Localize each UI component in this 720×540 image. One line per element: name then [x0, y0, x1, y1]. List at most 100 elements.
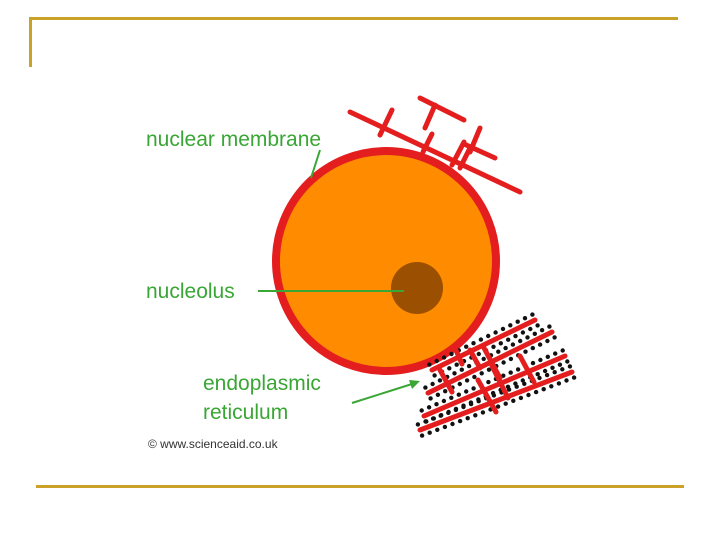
ribosome-dot [545, 354, 550, 359]
ribosome-dot [476, 351, 481, 357]
ribosome-dot [432, 373, 437, 378]
ribosome-dot [510, 342, 516, 347]
left-frame-rule [29, 17, 32, 67]
ribosome-dot [565, 359, 570, 364]
nucleus [272, 147, 500, 375]
ribosome-dot [503, 345, 508, 351]
ribosome-dot [456, 392, 461, 397]
ribosome-dot [518, 338, 523, 344]
ribosome-dot [493, 330, 498, 335]
ribosome-dot [503, 401, 508, 406]
ribosome-dot [434, 358, 439, 364]
rough-er-bottom [417, 317, 575, 433]
ribosome-dot [478, 337, 484, 342]
label-nucleolus: nucleolus [146, 280, 235, 303]
ribosome-dot [457, 381, 462, 387]
ribosome-dot [514, 384, 519, 389]
ribosome-dot [468, 401, 474, 407]
ribosome-dot [491, 344, 496, 349]
ribosome-dot [550, 365, 555, 370]
ribosome-dot [515, 319, 520, 324]
ribosome-dot [495, 404, 501, 409]
ribosome-dot [464, 378, 470, 383]
ribosome-dot [457, 418, 463, 424]
ribosome-dot [506, 337, 511, 342]
er-pointer-arrow [351, 380, 420, 404]
ribosome-dot [525, 335, 530, 340]
ribosome-dot [528, 326, 533, 332]
ribosome-dot [461, 404, 466, 410]
ribosome-dot [479, 371, 484, 376]
ribosome-dot [435, 427, 440, 432]
ribosome-dot [508, 323, 513, 328]
ribosome-dot [453, 407, 459, 413]
ribosome-dot [544, 372, 550, 378]
ribosome-dot [571, 375, 577, 380]
ribosome-dot [441, 398, 447, 404]
ribosome-dot [423, 419, 428, 424]
ribosome-dot [537, 375, 542, 381]
ribosome-dot [471, 341, 476, 346]
ribosome-dot [446, 410, 451, 415]
ribosome-dot [430, 381, 435, 387]
ribosome-dot [426, 405, 432, 410]
ribosome-dot [506, 387, 512, 392]
ribosome-dot [486, 367, 492, 372]
ribosome-dot [486, 379, 491, 385]
rough-er-top [347, 95, 523, 195]
ribosome-dot [427, 430, 432, 435]
ribosome-dot [496, 349, 501, 354]
ribosome-dot [522, 381, 527, 386]
ribosome-dot [535, 323, 540, 328]
ribosome-dot [564, 378, 569, 383]
ribosome-dot [454, 362, 459, 367]
ribosome-dot [520, 330, 526, 335]
ribosome-dot [518, 395, 524, 401]
ribosome-dot [535, 372, 540, 377]
ribosome-dot [532, 331, 537, 336]
ribosome-dot [552, 370, 557, 375]
ribosome-dot [471, 386, 476, 391]
label-reticulum: reticulum [203, 401, 288, 424]
ribosome-dot [526, 392, 531, 398]
ribosome-dot [508, 370, 513, 375]
ribosome-dot [447, 366, 452, 371]
ribosome-dot [437, 378, 443, 383]
ribosome-dot [480, 410, 486, 415]
ribosome-dot [533, 389, 539, 395]
ribosome-dot [449, 395, 454, 400]
ribosome-dot [427, 362, 432, 367]
ribosome-dot [498, 341, 503, 346]
label-nuclear-membrane: nuclear membrane [146, 128, 321, 151]
ribosome-dot [500, 326, 506, 332]
ribosome-dot [560, 367, 565, 372]
ribosome-dot [545, 338, 550, 344]
ribosome-dot [508, 356, 514, 362]
ribosome-dot [438, 413, 443, 418]
ribosome-dot [450, 421, 455, 427]
ribosome-dot [459, 367, 464, 372]
ribosome-dot [476, 399, 481, 404]
ribosome-dot [567, 364, 573, 369]
ribosome-dot [443, 389, 448, 394]
ribosome-dot [419, 433, 425, 438]
ribosome-dot [481, 356, 486, 362]
ribosome-dot [530, 345, 535, 351]
ribosome-dot [491, 393, 497, 398]
ribosome-dot [473, 413, 478, 418]
copyright-credit: © www.scienceaid.co.uk [148, 437, 279, 451]
ribosome-dot [520, 378, 525, 383]
ribosome-dot [515, 367, 521, 372]
ribosome-dot [464, 389, 469, 394]
ribosome-dot [441, 355, 447, 360]
ribosome-dot [511, 398, 516, 403]
ribosome-dot [537, 342, 543, 347]
nucleolus [391, 262, 443, 314]
ribosome-dot [549, 384, 554, 389]
ribosome-dot [501, 360, 506, 365]
ribosome-dot [556, 381, 562, 386]
ribosome-dot [538, 357, 543, 363]
ribosome-dot [553, 351, 558, 356]
ribosome-dot [501, 373, 506, 378]
